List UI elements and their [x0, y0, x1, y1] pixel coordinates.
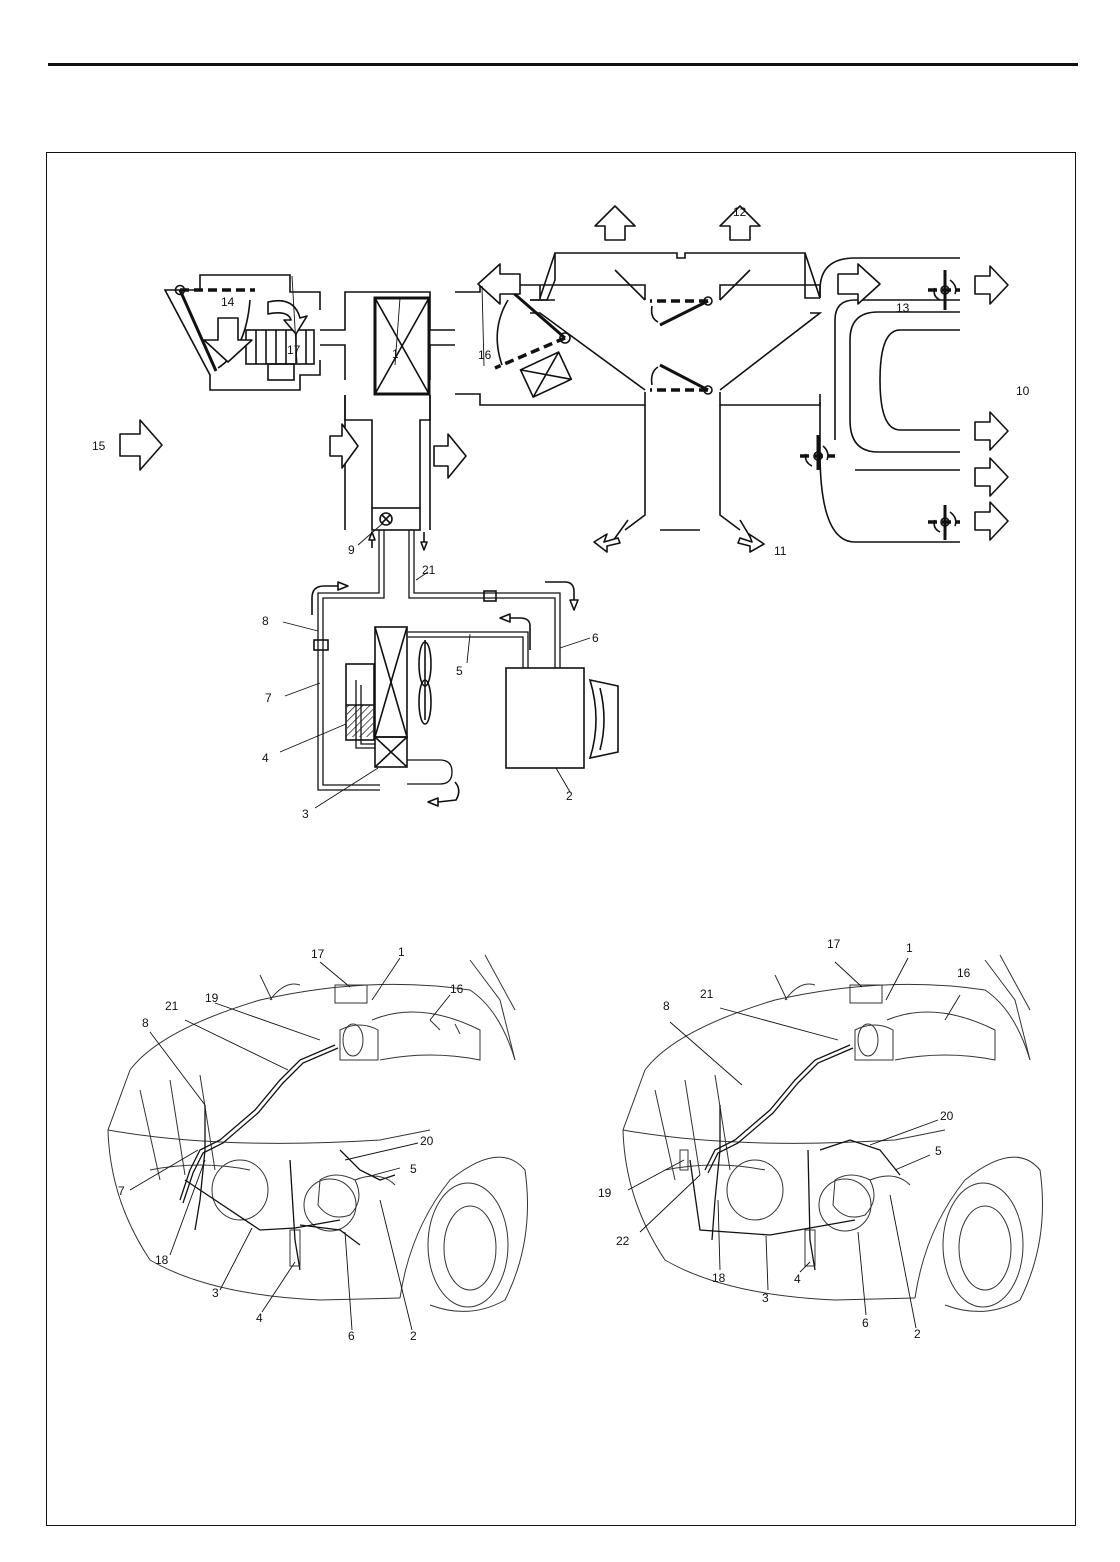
air-mix-door-open: [495, 338, 565, 368]
schematic: 14 17 1 16 15 12 13 10 11 9 21 8 6 5 7 4…: [92, 205, 1030, 821]
vehicle-right-pipes: [680, 1045, 910, 1270]
vehicle-right: 17 1 21 16 8 20 5 19 22 18 3 4 6 2: [598, 937, 1043, 1341]
vent-damper-mid: [800, 435, 835, 470]
compressor: [506, 668, 618, 768]
label-21: 21: [700, 987, 714, 1001]
arrow-vent-2: [975, 412, 1008, 450]
label-1: 1: [906, 941, 913, 955]
label-3: 3: [212, 1286, 219, 1300]
label-7: 7: [265, 691, 272, 705]
vent-damper-top: [928, 270, 960, 310]
label-5: 5: [456, 664, 463, 678]
label-2: 2: [914, 1327, 921, 1341]
condenser-fan: [419, 640, 431, 724]
label-3: 3: [302, 807, 309, 821]
label-3: 3: [762, 1291, 769, 1305]
intake-door-recirc: [180, 290, 216, 371]
label-5: 5: [935, 1144, 942, 1158]
label-19: 19: [598, 1186, 612, 1200]
label-17: 17: [311, 947, 325, 961]
air-mix-door: [510, 290, 565, 338]
label-15: 15: [92, 439, 106, 453]
arrow-foot-right: [738, 534, 764, 552]
label-21: 21: [165, 999, 179, 1013]
label-16: 16: [957, 966, 971, 980]
arrow-outside-air-top: [204, 318, 252, 362]
label-4: 4: [794, 1272, 801, 1286]
label-20: 20: [420, 1134, 434, 1148]
vehicle-right-body: [623, 955, 1043, 1311]
vehicle-left-leaders: [130, 958, 450, 1330]
arrow-vent-1: [975, 266, 1008, 304]
refrigerant-circuit: [312, 530, 618, 806]
label-2: 2: [566, 789, 573, 803]
label-1: 1: [398, 945, 405, 959]
evaporator: [375, 298, 429, 394]
label-4: 4: [262, 751, 269, 765]
label-6: 6: [592, 631, 599, 645]
label-8: 8: [262, 614, 269, 628]
label-22: 22: [616, 1234, 630, 1248]
label-2: 2: [410, 1329, 417, 1343]
heater-core: [521, 352, 572, 397]
air-turn-arrow: [268, 301, 307, 334]
vent-duct: [800, 258, 960, 542]
receiver-drier: [346, 664, 375, 748]
label-16: 16: [478, 348, 492, 362]
label-10: 10: [1016, 384, 1030, 398]
label-8: 8: [142, 1016, 149, 1030]
blower-housing: [165, 275, 455, 390]
label-13: 13: [896, 301, 910, 315]
vehicle-right-hvac: [850, 985, 995, 1060]
condenser: [375, 627, 407, 767]
vent-damper-bottom: [928, 505, 960, 540]
label-4: 4: [256, 1311, 263, 1325]
label-17: 17: [287, 343, 301, 357]
evap-outlet: [345, 395, 430, 508]
arrow-side-right: [838, 264, 880, 304]
label-16: 16: [450, 982, 464, 996]
air-mix-swing: [497, 300, 508, 365]
arrow-vent-3: [975, 458, 1008, 496]
label-14: 14: [221, 295, 235, 309]
label-9: 9: [348, 543, 355, 557]
condenser-outlet: [407, 760, 452, 784]
schematic-leaders: [280, 276, 590, 808]
defroster-duct: [530, 253, 820, 390]
label-7: 7: [118, 1184, 125, 1198]
arrow-side-left: [478, 264, 520, 304]
label-11: 11: [774, 544, 787, 558]
label-12: 12: [733, 205, 747, 219]
schematic-labels: 14 17 1 16 15 12 13 10 11 9 21 8 6 5 7 4…: [92, 205, 1030, 821]
label-6: 6: [862, 1316, 869, 1330]
label-21: 21: [422, 563, 436, 577]
label-1: 1: [392, 347, 399, 361]
label-5: 5: [410, 1162, 417, 1176]
label-8: 8: [663, 999, 670, 1013]
label-19: 19: [205, 991, 219, 1005]
liquid-line: [318, 530, 384, 790]
label-20: 20: [940, 1109, 954, 1123]
vehicle-left: 17 1 19 16 21 8 20 5 7 18 3 4 6 2: [108, 945, 528, 1343]
label-18: 18: [712, 1271, 726, 1285]
blower-fan: [246, 330, 314, 380]
service-valve-high: [314, 640, 328, 650]
label-6: 6: [348, 1329, 355, 1343]
label-17: 17: [827, 937, 841, 951]
vehicle-left-pipes: [180, 1045, 395, 1270]
label-18: 18: [155, 1253, 169, 1267]
arrow-vent-4: [975, 502, 1008, 540]
arrow-defrost-left: [595, 206, 635, 240]
evap-case-lower: [345, 395, 430, 530]
vehicle-left-hvac: [335, 985, 480, 1060]
arrow-outside-air-left: [120, 420, 162, 470]
foot-duct: [610, 405, 755, 545]
heater-section: [455, 285, 820, 405]
